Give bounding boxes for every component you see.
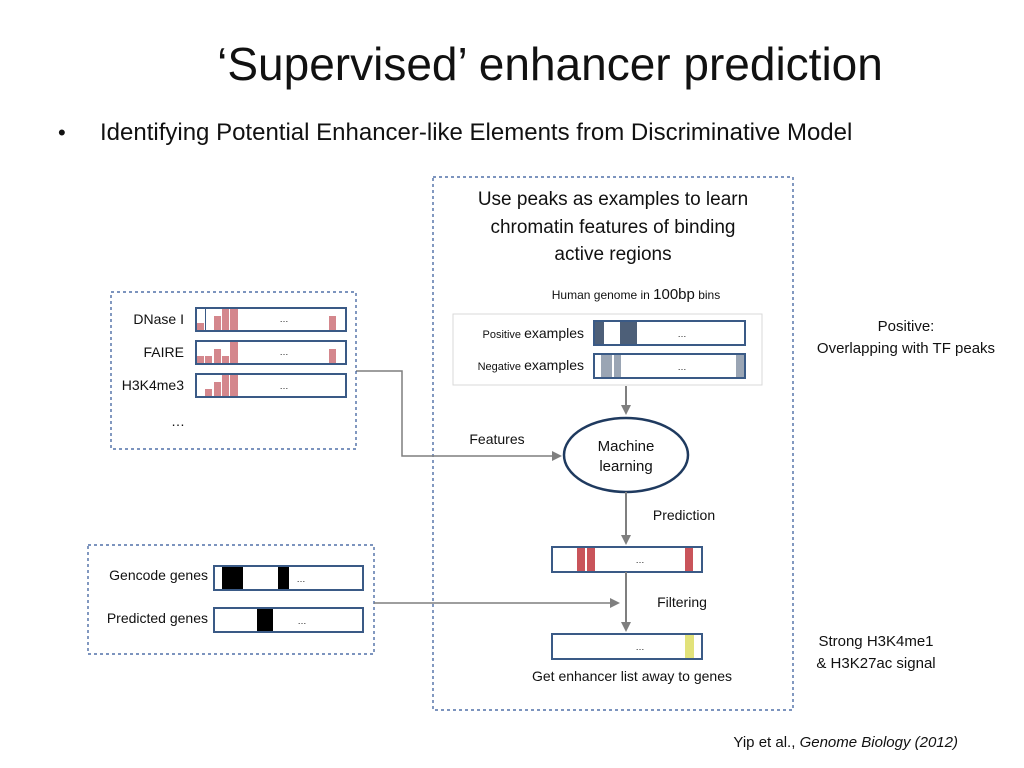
predicted-bin [685,548,693,571]
bins-caption: Human genome in 100bp bins [552,286,720,303]
track-ellipsis: … [678,362,687,372]
signal-bin [214,316,221,330]
signal-bin [230,342,238,363]
signal-bin [205,389,212,396]
output-label: Get enhancer list away to genes [532,668,732,684]
signal-bin [205,356,212,363]
positive-examples-label: Positive examples [483,325,585,341]
negative-examples-label: Negative examples [478,357,584,373]
predicted-bin [577,548,585,571]
gene-label-gencode: Gencode genes [109,567,208,583]
track-label-faire: FAIRE [144,344,184,360]
positive-peak-bin [595,322,604,344]
signal-bin [329,316,336,330]
track-ellipsis: … [678,329,687,339]
signal-note-line-2: & H3K27ac signal [816,655,935,672]
citation-journal: Genome Biology (2012) [799,734,958,751]
gencode-gene-track: … [213,565,364,591]
citation: Yip et al., Genome Biology (2012) [733,734,958,751]
genes-box [87,544,375,655]
track-label-more: … [171,413,185,429]
predicted-bin [587,548,595,571]
panel-heading-line-3: active regions [554,244,671,265]
machine-learning-node [562,416,690,494]
positive-example-track: … [593,320,746,346]
signal-bin [329,349,336,363]
track-ellipsis: … [280,381,289,391]
signal-bin [230,309,238,330]
ml-label-line-1: Machine [598,438,655,455]
prediction-label: Prediction [653,507,715,523]
citation-authors: Yip et al., [733,734,800,751]
track-ellipsis: … [636,555,645,565]
signal-bin [222,356,229,363]
filtering-label: Filtering [657,594,707,610]
gene-block [257,609,273,631]
track-ellipsis: … [280,314,289,324]
main-panel-frame [432,176,794,711]
negative-bin [736,355,744,377]
features-box [110,291,357,450]
track-ellipsis: … [298,616,307,626]
track-ellipsis: … [280,347,289,357]
prediction-track: … [551,546,703,573]
h3k4me3-track: … [195,373,347,398]
enhancer-bin [685,635,694,658]
track-label-dnase: DNase I [133,311,184,327]
signal-bin [214,349,221,363]
panel-heading-line-2: chromatin features of binding [490,217,735,238]
positive-note-line-1: Positive: [878,318,935,335]
positive-peak-bin [620,322,637,344]
negative-bin [614,355,621,377]
gene-block [222,567,243,589]
track-ellipsis: … [636,642,645,652]
ml-label-line-2: learning [599,458,652,475]
signal-bin [214,382,221,396]
dnase-track: … [195,307,347,332]
signal-bin [197,356,204,363]
signal-bin [230,375,238,396]
signal-bin [222,309,229,330]
negative-bin [601,355,612,377]
bullet-text: Identifying Potential Enhancer-like Elem… [100,119,853,146]
signal-bin [222,375,229,396]
track-ellipsis: … [297,574,306,584]
faire-track: … [195,340,347,365]
features-arrow [356,370,562,461]
gene-block [278,567,289,589]
panel-heading-line-1: Use peaks as examples to learn [478,189,748,210]
output-track: … [551,633,703,660]
slide-title: ‘Supervised’ enhancer prediction [217,38,883,90]
signal-note-line-1: Strong H3K4me1 [818,633,933,650]
gene-label-predicted: Predicted genes [107,610,208,626]
bullet-marker: • [58,120,66,145]
positive-note-line-2: Overlapping with TF peaks [817,340,995,357]
features-label: Features [469,431,524,447]
signal-bin [205,309,206,330]
predicted-gene-track: … [213,607,364,633]
negative-example-track: … [593,353,746,379]
signal-bin [197,323,204,330]
track-label-h3k4me3: H3K4me3 [122,377,184,393]
